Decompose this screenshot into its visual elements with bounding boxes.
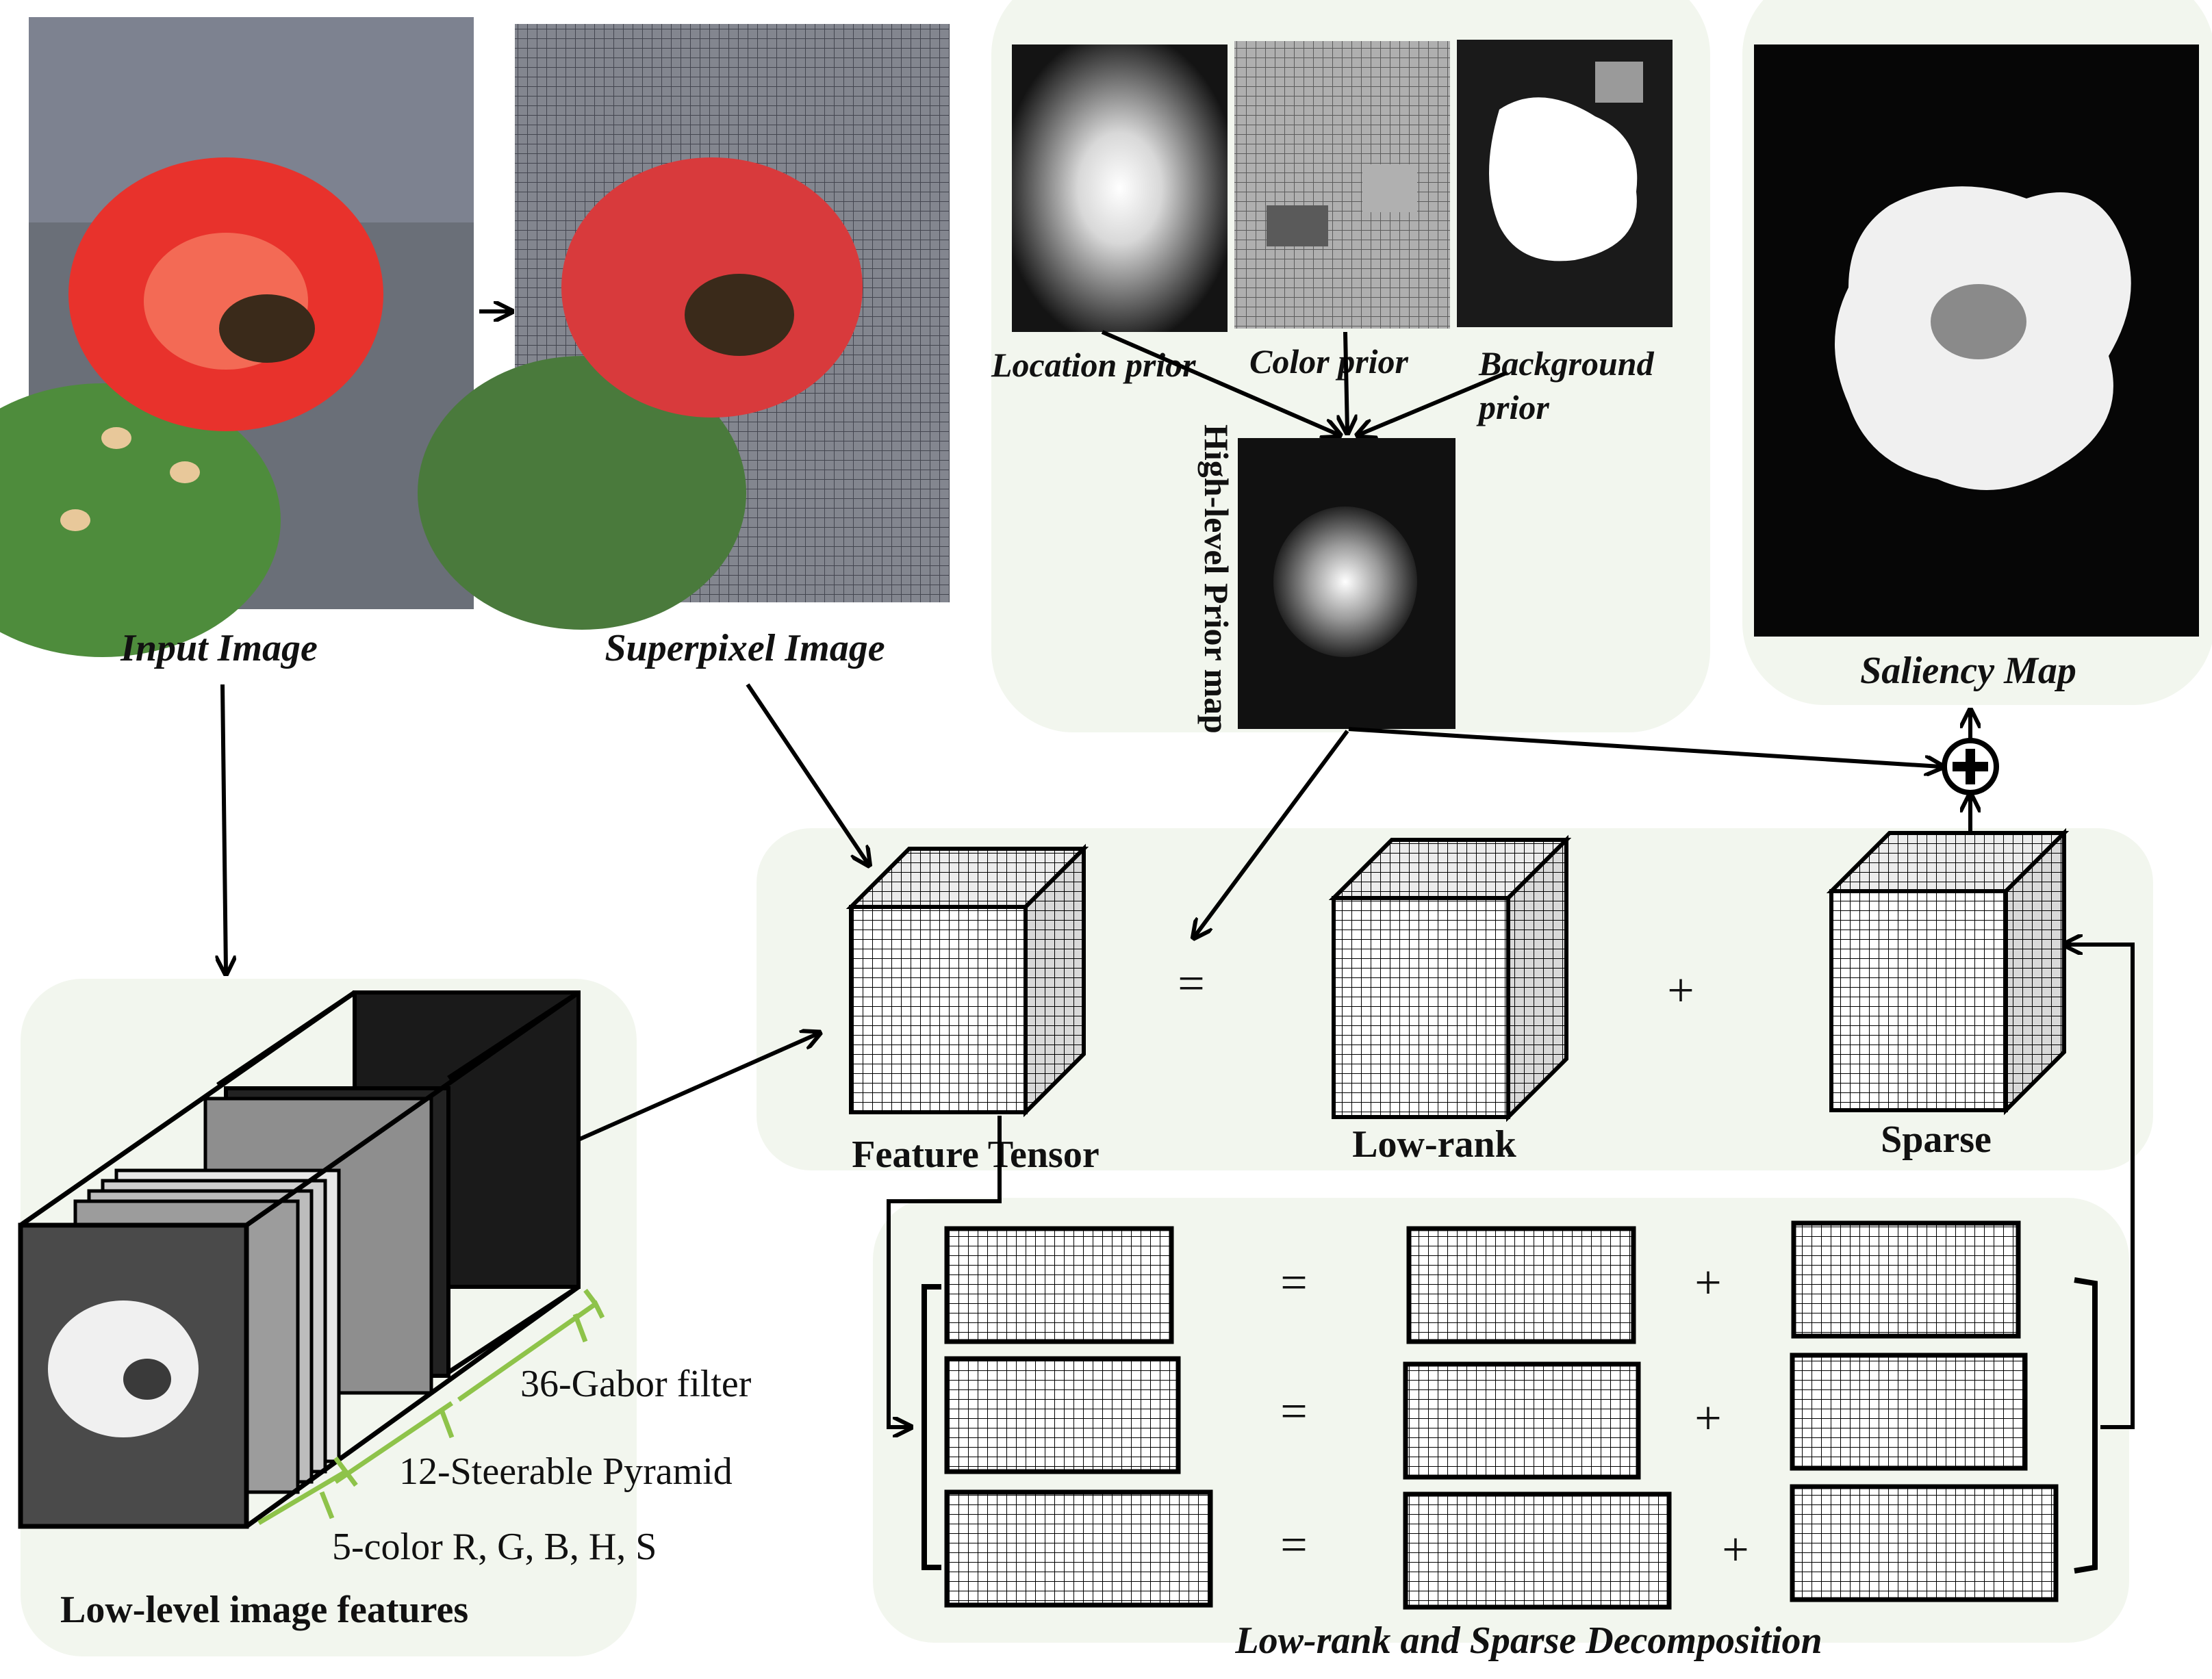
low-level-features-label: Low-level image features bbox=[60, 1589, 468, 1631]
low-rank-cube bbox=[1328, 834, 1572, 1123]
arrow-tensor-to-decomposition bbox=[887, 1116, 1002, 1427]
tensor-plus-sign: + bbox=[1667, 964, 1694, 1017]
decomposition-label: Low-rank and Sparse Decomposition bbox=[1234, 1619, 1822, 1662]
row1-plus: + bbox=[1694, 1257, 1721, 1309]
location-prior-label: Location prior bbox=[991, 346, 1196, 384]
decomposition-right-bracket bbox=[2074, 1277, 2098, 1574]
color-channels-label: 5-color R, G, B, H, S bbox=[332, 1526, 657, 1568]
sum-node bbox=[1942, 738, 1999, 795]
decomposition-row-2 bbox=[944, 1353, 2028, 1480]
feature-group-brackets bbox=[257, 1288, 605, 1526]
decomposition-row-1 bbox=[944, 1220, 2021, 1344]
arrow-lowlevel-to-tensor bbox=[577, 1034, 818, 1142]
arrow-highlevel-to-sum bbox=[1348, 727, 1941, 767]
feature-tensor-label: Feature Tensor bbox=[852, 1133, 1099, 1176]
row3-equals: = bbox=[1280, 1519, 1307, 1572]
gabor-filter-label: 36-Gabor filter bbox=[520, 1363, 752, 1405]
arrow-color-to-highlevel bbox=[1345, 331, 1347, 431]
tensor-equals-sign: = bbox=[1178, 958, 1204, 1010]
row2-plus: + bbox=[1694, 1392, 1721, 1445]
row3-plus: + bbox=[1722, 1524, 1749, 1576]
high-level-prior-map-label: High-level Prior map bbox=[1197, 424, 1236, 734]
sparse-cube bbox=[1826, 828, 2070, 1116]
color-prior-image bbox=[1234, 41, 1450, 329]
decomposition-left-bracket bbox=[921, 1284, 941, 1570]
row1-equals: = bbox=[1280, 1257, 1307, 1309]
row2-equals: = bbox=[1280, 1385, 1307, 1438]
location-prior-image bbox=[1012, 44, 1228, 332]
decomposition-row-3 bbox=[944, 1484, 2059, 1610]
arrow-location-to-highlevel bbox=[1101, 330, 1338, 435]
arrow-input-to-lowlevel bbox=[223, 684, 226, 972]
superpixel-image bbox=[418, 24, 950, 630]
low-level-feature-stack bbox=[18, 990, 581, 1529]
input-image bbox=[0, 17, 474, 657]
saliency-map-label: Saliency Map bbox=[1860, 650, 2076, 692]
background-prior-label-line2: prior bbox=[1476, 388, 1549, 426]
high-level-prior-map-image bbox=[1238, 438, 1455, 729]
superpixel-image-label: Superpixel Image bbox=[605, 627, 885, 669]
sparse-label: Sparse bbox=[1881, 1118, 1992, 1161]
arrow-background-to-highlevel bbox=[1359, 371, 1508, 435]
saliency-map-image bbox=[1754, 44, 2199, 637]
feature-tensor-cube bbox=[846, 843, 1089, 1118]
color-prior-label: Color prior bbox=[1249, 342, 1409, 381]
arrow-highlevel-to-tensor bbox=[1195, 730, 1349, 936]
input-image-label: Input Image bbox=[120, 627, 318, 669]
arrow-decomposition-to-sparse bbox=[2066, 945, 2135, 1429]
steerable-pyramid-label: 12-Steerable Pyramid bbox=[399, 1450, 733, 1493]
low-rank-label: Low-rank bbox=[1352, 1123, 1516, 1166]
background-prior-label-line1: Background bbox=[1478, 344, 1655, 383]
arrow-superpixel-to-tensor bbox=[746, 683, 868, 864]
background-prior-image bbox=[1457, 40, 1673, 327]
